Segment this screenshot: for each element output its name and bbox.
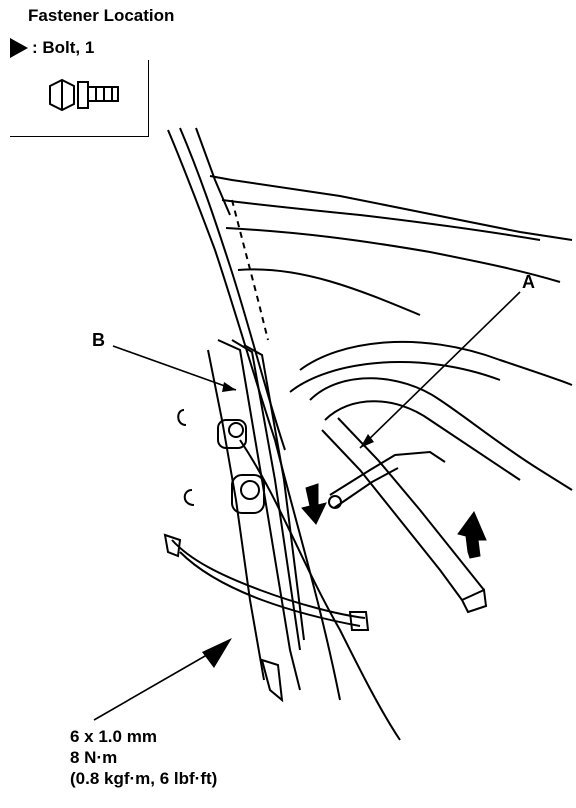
leader-lines: [93, 291, 521, 721]
bolt-size: 6 x 1.0 mm: [70, 727, 157, 746]
legend-label: : Bolt, 1: [32, 38, 95, 57]
callout-a: A: [522, 272, 535, 292]
bolt-icon: [49, 78, 119, 112]
legend-box: [10, 60, 149, 137]
glass-run-channel: [177, 339, 305, 703]
run-channel-a: [321, 417, 488, 614]
torque-alt-units: (0.8 kgf·m, 6 lbf·ft): [70, 769, 218, 788]
torque-value: 8 N·m: [70, 748, 118, 767]
direction-arrows: [301, 483, 487, 559]
dashed-guide-line: [231, 199, 269, 341]
leader-arrowhead-a: [360, 434, 374, 448]
bolt-location-pointer: [202, 638, 232, 668]
door-panel-curves: [239, 340, 573, 741]
torque-spec: 6 x 1.0 mm 8 N·m (0.8 kgf·m, 6 lbf·ft): [70, 726, 217, 789]
fastener-legend: : Bolt, 1: [10, 38, 94, 58]
leader-arrowhead-b: [222, 382, 236, 392]
arrow-up-icon: [457, 510, 487, 559]
pillar-outline: [167, 127, 573, 701]
bolt-pointer-icon: [10, 38, 28, 58]
callout-b: B: [92, 330, 105, 350]
wire-harness: [163, 533, 370, 631]
arrow-down-icon: [301, 483, 327, 525]
diagram-title: Fastener Location: [28, 6, 175, 25]
